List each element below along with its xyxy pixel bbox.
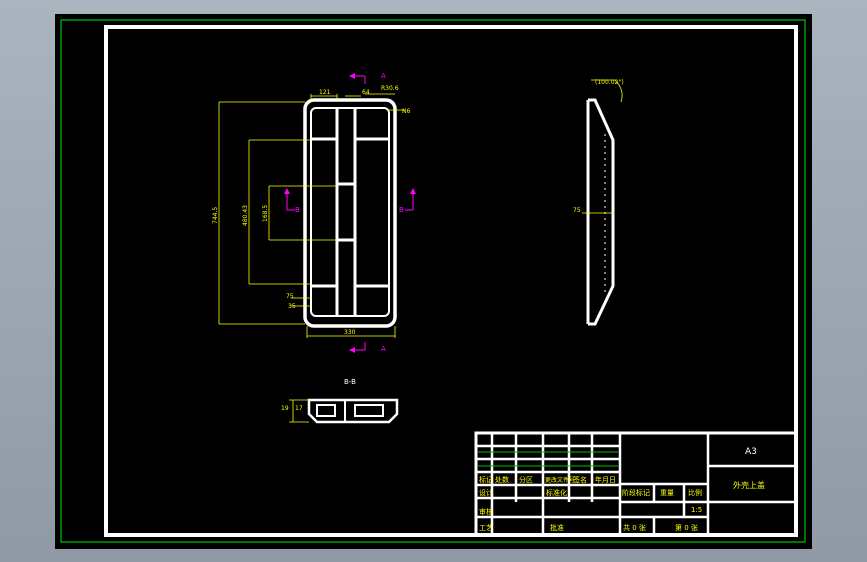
tb-stage: 阶段标记 bbox=[622, 488, 650, 497]
section-dim-b: 17 bbox=[295, 405, 303, 412]
section-marker-b-right: B bbox=[399, 206, 404, 214]
section-label: B-B bbox=[344, 378, 356, 386]
title-block: 标记 处数 分区 更改文件号 签名 年月日 设计 标准化 审核 工艺 批准 阶段… bbox=[474, 431, 798, 537]
tb-sheet-no: 第 0 张 bbox=[675, 523, 698, 532]
cad-drawing: 744.5 480.43 168.5 330 121 64 R30.6 N6 7… bbox=[60, 19, 806, 543]
section-outline bbox=[307, 398, 399, 424]
tb-scale: 比例 bbox=[688, 488, 702, 497]
dim-inner-height: 480.43 bbox=[242, 205, 249, 226]
section-marker-a-top: A bbox=[381, 72, 386, 80]
tb-design: 设计 bbox=[479, 488, 493, 497]
section-view: B-B 19 17 bbox=[281, 378, 399, 424]
side-angle: (100.02°) bbox=[595, 79, 624, 86]
section-dim-a: 19 bbox=[281, 405, 289, 412]
dim-width-bottom: 330 bbox=[344, 329, 356, 336]
tb-check: 审核 bbox=[479, 507, 493, 516]
drawing-sheet: 744.5 480.43 168.5 330 121 64 R30.6 N6 7… bbox=[55, 14, 812, 549]
dim-corner-radius: R30.6 bbox=[381, 85, 399, 92]
front-view: 744.5 480.43 168.5 330 121 64 R30.6 N6 7… bbox=[212, 72, 416, 353]
tb-process: 工艺 bbox=[479, 524, 493, 532]
dim-top-mid: 64 bbox=[362, 89, 370, 96]
tb-header-3: 更改文件号 bbox=[545, 476, 575, 484]
tb-paper-size: A3 bbox=[745, 447, 757, 457]
dim-edge-label: N6 bbox=[402, 108, 410, 115]
tb-sheet-total: 共 0 张 bbox=[623, 523, 646, 532]
tb-standard: 标准化 bbox=[546, 488, 567, 497]
tb-header-0: 标记 bbox=[479, 475, 493, 484]
side-view: (100.02°) 75 bbox=[573, 79, 624, 326]
front-outline bbox=[303, 98, 397, 328]
outer-border bbox=[60, 19, 806, 543]
tb-scale-value: 1:5 bbox=[691, 506, 702, 514]
dim-bottom-a: 75 bbox=[286, 293, 294, 300]
side-profile bbox=[588, 98, 615, 326]
dim-mid-height: 168.5 bbox=[262, 205, 269, 222]
tb-approve: 批准 bbox=[550, 523, 564, 532]
dim-bottom-b: 35 bbox=[288, 303, 296, 310]
section-marker-b-left: B bbox=[295, 206, 300, 214]
dim-top-left: 121 bbox=[319, 89, 331, 96]
tb-part-name: 外壳上盖 bbox=[733, 480, 765, 490]
tb-header-1: 处数 bbox=[495, 475, 509, 484]
tb-weight: 重量 bbox=[660, 489, 674, 497]
section-marker-a-bottom: A bbox=[381, 345, 386, 353]
side-depth: 75 bbox=[573, 207, 581, 214]
dim-overall-height: 744.5 bbox=[212, 207, 219, 224]
front-inner-outline bbox=[310, 107, 390, 317]
tb-header-2: 分区 bbox=[519, 475, 533, 484]
drawing-frame bbox=[104, 25, 798, 537]
tb-header-4: 签名 bbox=[573, 475, 587, 484]
tb-header-5: 年月日 bbox=[595, 475, 616, 484]
